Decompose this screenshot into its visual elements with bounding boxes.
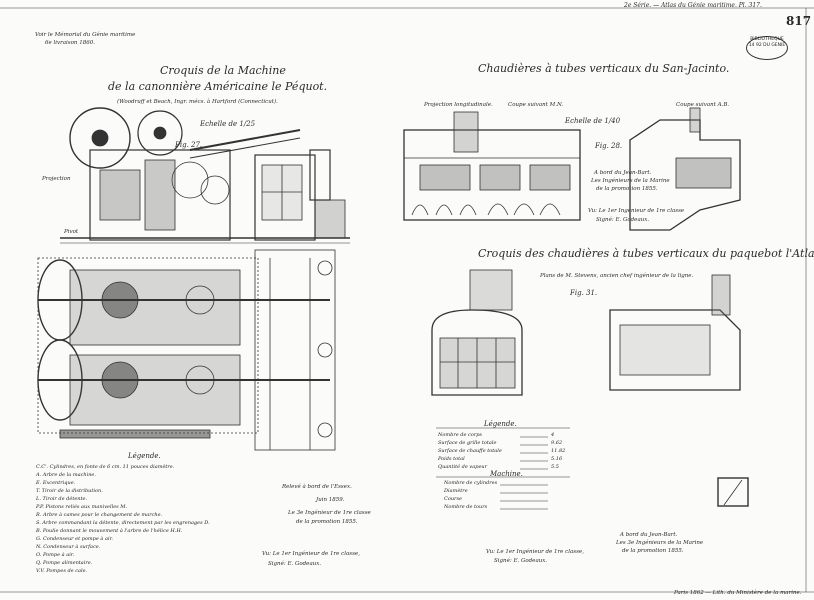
pivot-label: Pivot	[64, 229, 79, 235]
sanjacinto-title: Chaudières à tubes verticaux du San-Jaci…	[478, 62, 730, 75]
library-stamp: BIBLIOTHEQUE 14 92 DU GENIE	[746, 36, 788, 60]
right-legend-value: 4	[551, 432, 555, 438]
atlantic-boilers	[431, 269, 749, 507]
fig27-label: Fig. 27.	[175, 141, 203, 149]
left-legend-item: C.C'. Cylindres, en fonte de 6 cm. 11 po…	[36, 464, 175, 470]
sj-note-1: A bord du Jean-Bart.	[594, 170, 652, 176]
left-legend-title: Légende.	[128, 452, 161, 460]
stamp-text: BIBLIOTHEQUE 14 92 DU GENIE	[748, 37, 786, 48]
left-legend-item: N. Condenseur à surface.	[36, 544, 101, 550]
left-note-1: Relevé à bord de l'Essex.	[282, 484, 352, 490]
sj-note-5: Signé: E. Godeaux.	[596, 217, 650, 223]
left-legend-item: Q. Pompe alimentaire.	[36, 560, 93, 566]
left-legend-item: B. Poulie donnant le mouvement à l'arbre…	[36, 528, 183, 534]
series-header: 2e Série. — Atlas du Génie maritime. Pl.…	[624, 2, 762, 9]
right-legend-item: Nombre de corps	[438, 432, 482, 438]
left-legend-item: O. Pompe à air.	[36, 552, 75, 558]
right-legend-item: Quantité de vapeur	[438, 464, 488, 470]
right-sign-2: Signé: E. Godeaux.	[494, 558, 548, 564]
left-legend-item: R. Arbre à cames pour le changement de m…	[36, 512, 163, 518]
right-legend-value: 9.62	[551, 440, 563, 446]
left-legend-item: V.V. Pompes de cale.	[36, 568, 88, 574]
right-legend-item: Surface de grille totale	[438, 440, 497, 446]
reference-note: Voir le Mémorial du Génie maritime	[35, 32, 136, 38]
sj-note-3: de la promotion 1855.	[596, 186, 658, 192]
atlantic-title: Croquis des chaudières à tubes verticaux…	[478, 247, 814, 260]
view-longitudinal: Projection longitudinale.	[424, 102, 493, 108]
left-legend-item: E. Excentrique.	[36, 480, 76, 486]
left-title-line2: de la canonnière Américaine le Péquot.	[108, 80, 328, 93]
right-legend-item: Surface de chauffe totale	[438, 448, 502, 454]
right-legend-title: Légende.	[484, 420, 517, 428]
right-scale: Echelle de 1/40	[565, 117, 621, 125]
machine-item: Nombre de cylindres	[444, 480, 498, 486]
left-note-2: Le 3e Ingénieur de 1re classe	[288, 510, 371, 516]
engine-plan	[37, 249, 336, 451]
left-sign-1: Vu: Le 1er Ingénieur de 1re classe,	[262, 551, 360, 557]
right-sign-1: Vu: Le 1er Ingénieur de 1re classe,	[486, 549, 584, 555]
sj-note-2: Les Ingénieurs de la Marine	[591, 178, 670, 184]
machine-title: Machine.	[490, 470, 523, 478]
right-legend-value: 5.16	[551, 456, 563, 462]
left-legend-item: P.P. Pistons reliés aux manivelles M.	[36, 504, 128, 510]
atlantic-subtitle: Plans de M. Stevens, ancien chef ingénie…	[540, 273, 694, 279]
left-sign-2: Signé: E. Godeaux.	[268, 561, 322, 567]
atlantic-note-3: de la promotion 1855.	[622, 548, 684, 554]
view-mn: Coupe suivant M.N.	[508, 102, 564, 108]
left-title-line1: Croquis de la Machine	[160, 64, 286, 77]
left-legend-item: T. Tiroir de la distribution.	[36, 488, 103, 494]
view-ab: Coupe suivant A.B.	[676, 102, 730, 108]
right-legend-value: 5.5	[551, 464, 559, 470]
right-legend-value: 11.82	[551, 448, 566, 454]
sj-note-4: Vu: Le 1er Ingénieur de 1re classe	[588, 208, 685, 214]
imprint: Paris 1862 — Lith. du Ministère de la ma…	[674, 590, 802, 596]
engine-elevation	[60, 107, 350, 244]
left-legend-item: G. Condenseur et pompe à air.	[36, 536, 113, 542]
left-legend-item: A. Arbre de la machine.	[36, 472, 96, 478]
fig31-label: Fig. 31.	[570, 289, 598, 297]
plate-number: 817	[786, 14, 812, 28]
fig28-label: Fig. 28.	[595, 142, 623, 150]
left-legend-item: S. Arbre commandant la détente, directem…	[36, 520, 210, 526]
left-legend-item: L. Tiroir de détente.	[36, 496, 88, 502]
reference-note-line2: 6e livraison 1860.	[45, 40, 95, 46]
atlantic-note-2: Les 3e Ingénieurs de la Marine	[616, 540, 704, 546]
sanjacinto-boilers	[403, 107, 741, 231]
left-note-1b: Juin 1859.	[316, 497, 345, 503]
left-subtitle: (Woodruff et Beach, Ingr. mécs. à Hartfo…	[117, 99, 278, 105]
projection-label: Projection	[42, 176, 71, 182]
left-scale: Echelle de 1/25	[200, 120, 256, 128]
machine-item: Nombre de tours	[444, 504, 488, 510]
machine-item: Course	[444, 496, 462, 502]
left-note-2b: de la promotion 1855.	[296, 519, 358, 525]
atlantic-note-1: A bord du Jean-Bart.	[620, 532, 678, 538]
right-legend-item: Poids total	[438, 456, 465, 462]
machine-item: Diamètre	[444, 488, 468, 494]
